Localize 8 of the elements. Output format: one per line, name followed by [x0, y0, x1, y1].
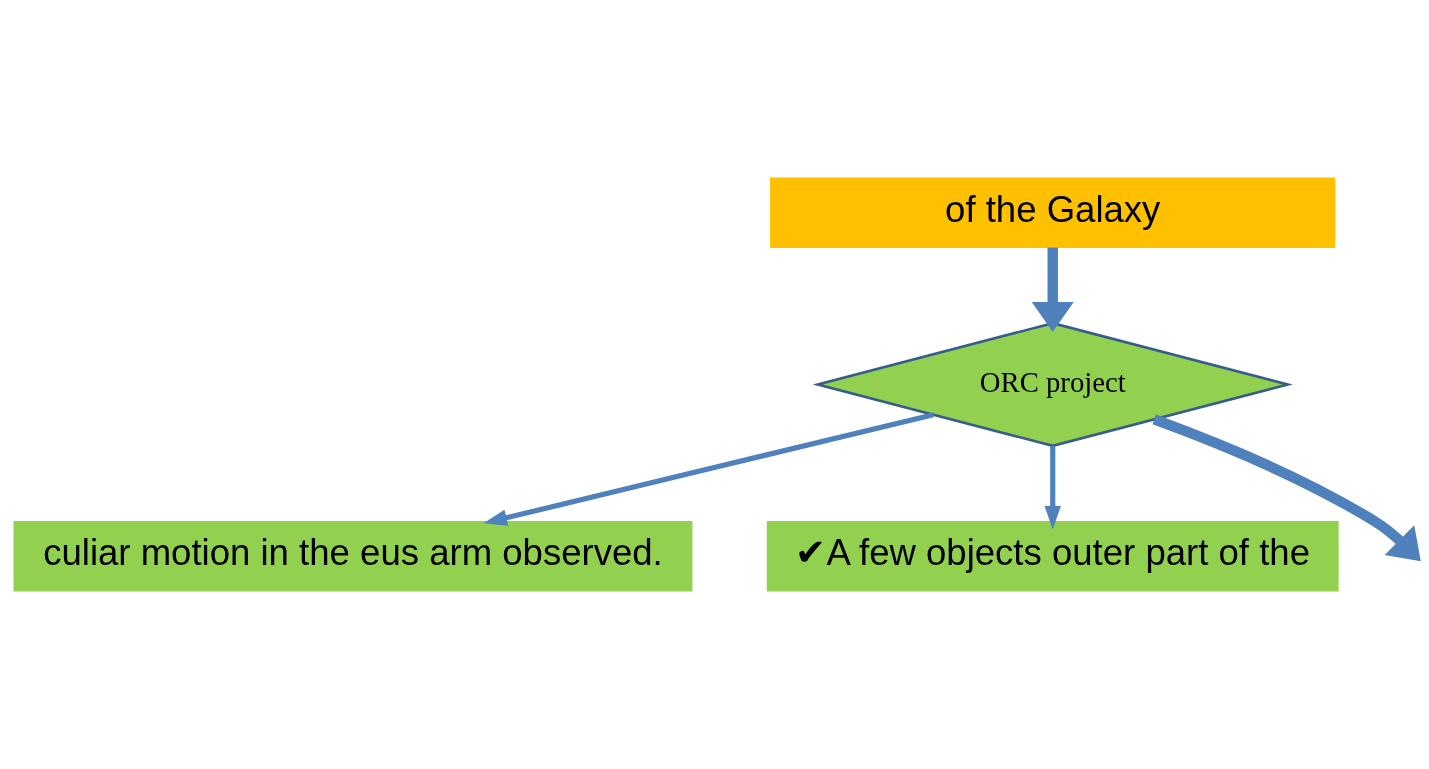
arrow: [1152, 414, 1421, 562]
arrow: [1031, 247, 1074, 332]
node-box: culiar motion in the eus arm observed.: [13, 520, 693, 592]
node-box: of the Galaxy: [770, 177, 1336, 249]
arrow: [483, 412, 934, 526]
node-box: ✔A few objects outer part of the: [766, 520, 1339, 592]
node-diamond: ORC project: [812, 321, 1293, 448]
arrow: [1044, 445, 1061, 530]
